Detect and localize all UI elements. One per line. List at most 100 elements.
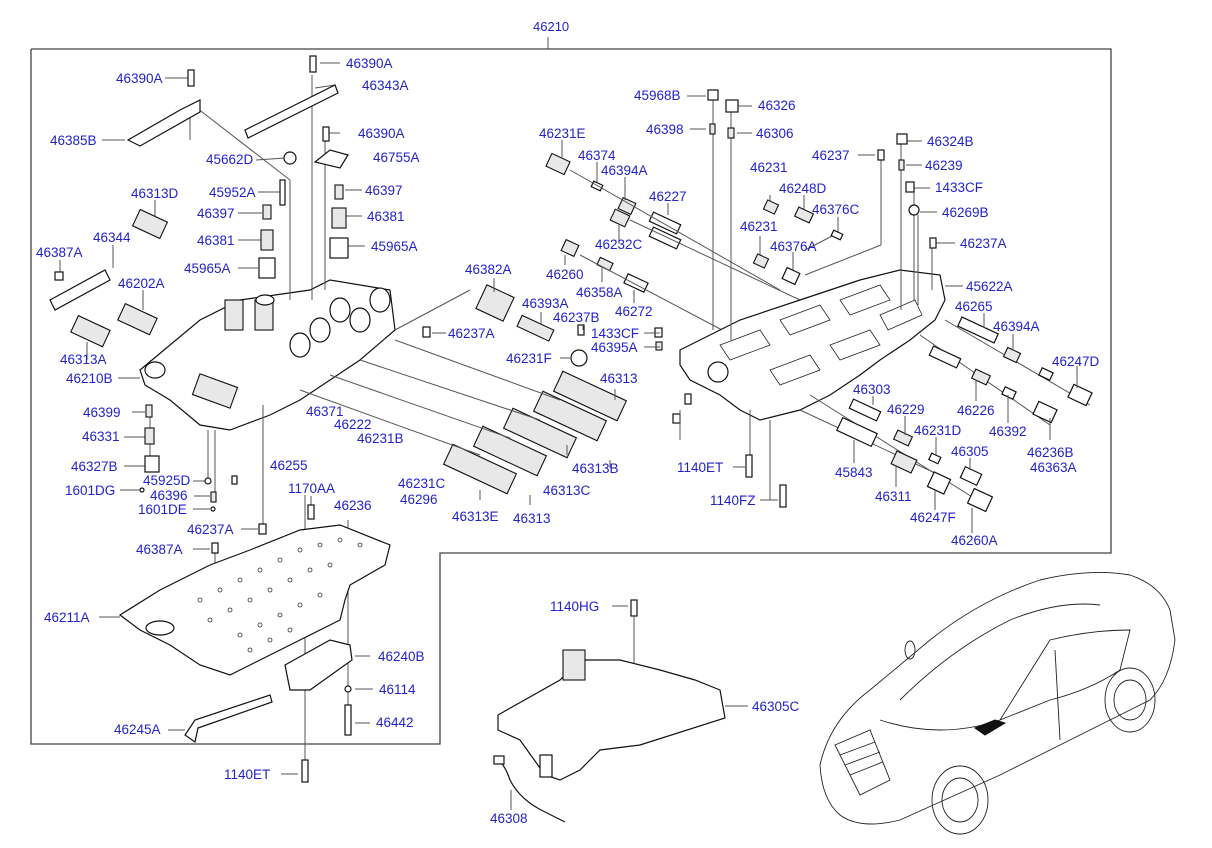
part-label[interactable]: 46245A: [114, 722, 161, 737]
part-label[interactable]: 46393A: [522, 296, 569, 311]
part-label[interactable]: 45662D: [206, 152, 254, 167]
part-label[interactable]: 46226: [957, 403, 995, 418]
part-label[interactable]: 1433CF: [935, 180, 984, 195]
part-label[interactable]: 46385B: [50, 133, 97, 148]
part-label[interactable]: 46390A: [358, 126, 405, 141]
part-label[interactable]: 46247D: [1052, 354, 1100, 369]
part-label[interactable]: 46269B: [942, 205, 989, 220]
part-label[interactable]: 46231: [740, 219, 778, 234]
part-label[interactable]: 46376C: [812, 202, 860, 217]
part-label[interactable]: 46272: [615, 304, 653, 319]
part-label[interactable]: 45968B: [634, 88, 681, 103]
part-label[interactable]: 46255: [270, 458, 308, 473]
part-label[interactable]: 46394A: [601, 163, 648, 178]
part-label[interactable]: 46114: [379, 682, 416, 697]
part-label[interactable]: 46260A: [951, 533, 998, 548]
part-label[interactable]: 46343A: [362, 78, 409, 93]
part-label[interactable]: 46392: [989, 424, 1027, 439]
part-label[interactable]: 1140ET: [677, 460, 724, 475]
part-label[interactable]: 46237B: [553, 310, 600, 325]
part-label[interactable]: 45952A: [209, 185, 256, 200]
part-label[interactable]: 46231E: [539, 126, 586, 141]
part-label[interactable]: 46313: [513, 511, 551, 526]
part-label[interactable]: 46397: [197, 206, 235, 221]
part-label[interactable]: 46231C: [398, 476, 446, 491]
part-label[interactable]: 46296: [400, 492, 438, 507]
part-label[interactable]: 46398: [646, 122, 684, 137]
part-label[interactable]: 46396: [150, 488, 188, 503]
part-label[interactable]: 46236: [334, 498, 372, 513]
part-label[interactable]: 45925D: [143, 473, 191, 488]
part-label[interactable]: 46308: [490, 811, 528, 826]
part-label[interactable]: 46202A: [118, 276, 165, 291]
part-label[interactable]: 46390A: [116, 71, 163, 86]
part-label[interactable]: 1170AA: [288, 481, 336, 496]
part-label[interactable]: 46231D: [914, 423, 962, 438]
part-label[interactable]: 1140FZ: [710, 493, 756, 508]
part-label[interactable]: 46227: [649, 189, 687, 204]
part-label[interactable]: 46381: [197, 233, 235, 248]
part-label[interactable]: 1433CF: [591, 326, 640, 341]
part-label[interactable]: 46331: [82, 429, 120, 444]
part-label[interactable]: 46237A: [448, 326, 495, 341]
part-label[interactable]: 46371: [306, 404, 344, 419]
part-label[interactable]: 46382A: [465, 262, 512, 277]
part-label[interactable]: 46260: [546, 267, 584, 282]
part-label[interactable]: 46397: [365, 183, 403, 198]
part-label[interactable]: 46363A: [1030, 460, 1077, 475]
part-label[interactable]: 46313E: [452, 509, 499, 524]
part-label[interactable]: 46326: [758, 98, 796, 113]
part-label[interactable]: 1140ET: [224, 767, 271, 782]
part-label[interactable]: 46387A: [36, 245, 83, 260]
part-label[interactable]: 45965A: [184, 261, 231, 276]
part-label[interactable]: 46237A: [187, 522, 234, 537]
part-label[interactable]: 46387A: [136, 542, 183, 557]
part-label[interactable]: 46240B: [378, 649, 425, 664]
part-label[interactable]: 46313B: [572, 461, 619, 476]
part-label[interactable]: 46232C: [595, 237, 643, 252]
part-label[interactable]: 46311: [875, 489, 912, 504]
part-label[interactable]: 46313A: [60, 352, 107, 367]
part-label[interactable]: 46305: [951, 444, 989, 459]
part-label[interactable]: 46231F: [506, 351, 552, 366]
part-label[interactable]: 46313: [600, 371, 638, 386]
part-label[interactable]: 45622A: [966, 279, 1013, 294]
part-label[interactable]: 46229: [887, 402, 925, 417]
part-label[interactable]: 46239: [925, 158, 963, 173]
part-label[interactable]: 1140HG: [550, 599, 600, 614]
part-label[interactable]: 46210B: [66, 371, 113, 386]
part-label[interactable]: 46390A: [346, 56, 393, 71]
part-label[interactable]: 45965A: [371, 239, 418, 254]
part-label[interactable]: 46399: [83, 405, 121, 420]
part-label[interactable]: 46313C: [543, 483, 591, 498]
part-label[interactable]: 46358A: [576, 285, 623, 300]
part-label[interactable]: 46236B: [1027, 445, 1074, 460]
part-label[interactable]: 46381: [367, 209, 405, 224]
part-label[interactable]: 46237A: [960, 236, 1007, 251]
part-label[interactable]: 46306: [756, 126, 794, 141]
part-label[interactable]: 46313D: [131, 186, 179, 201]
part-label[interactable]: 46222: [334, 417, 372, 432]
part-label[interactable]: 46247F: [910, 510, 956, 525]
part-label[interactable]: 46305C: [752, 699, 800, 714]
part-label[interactable]: 46303: [853, 382, 891, 397]
part-label[interactable]: 46374: [578, 148, 616, 163]
part-label[interactable]: 1601DG: [65, 483, 116, 498]
part-label[interactable]: 46395A: [591, 340, 638, 355]
part-label[interactable]: 46442: [376, 715, 414, 730]
part-label[interactable]: 46237: [812, 148, 850, 163]
part-label[interactable]: 46344: [93, 230, 131, 245]
part-label[interactable]: 1601DE: [138, 502, 187, 517]
part-label[interactable]: 46755A: [373, 150, 420, 165]
part-label[interactable]: 46231: [750, 160, 788, 175]
part-label[interactable]: 46327B: [71, 459, 118, 474]
part-label[interactable]: 46231B: [357, 431, 404, 446]
part-label[interactable]: 46211A: [44, 610, 90, 625]
part-label[interactable]: 46376A: [770, 239, 817, 254]
assembly-label[interactable]: 46210: [533, 19, 570, 34]
part-label[interactable]: 46248D: [779, 181, 827, 196]
part-label[interactable]: 46265: [955, 299, 993, 314]
part-label[interactable]: 46394A: [993, 319, 1040, 334]
part-label[interactable]: 45843: [835, 465, 873, 480]
part-label[interactable]: 46324B: [927, 134, 974, 149]
